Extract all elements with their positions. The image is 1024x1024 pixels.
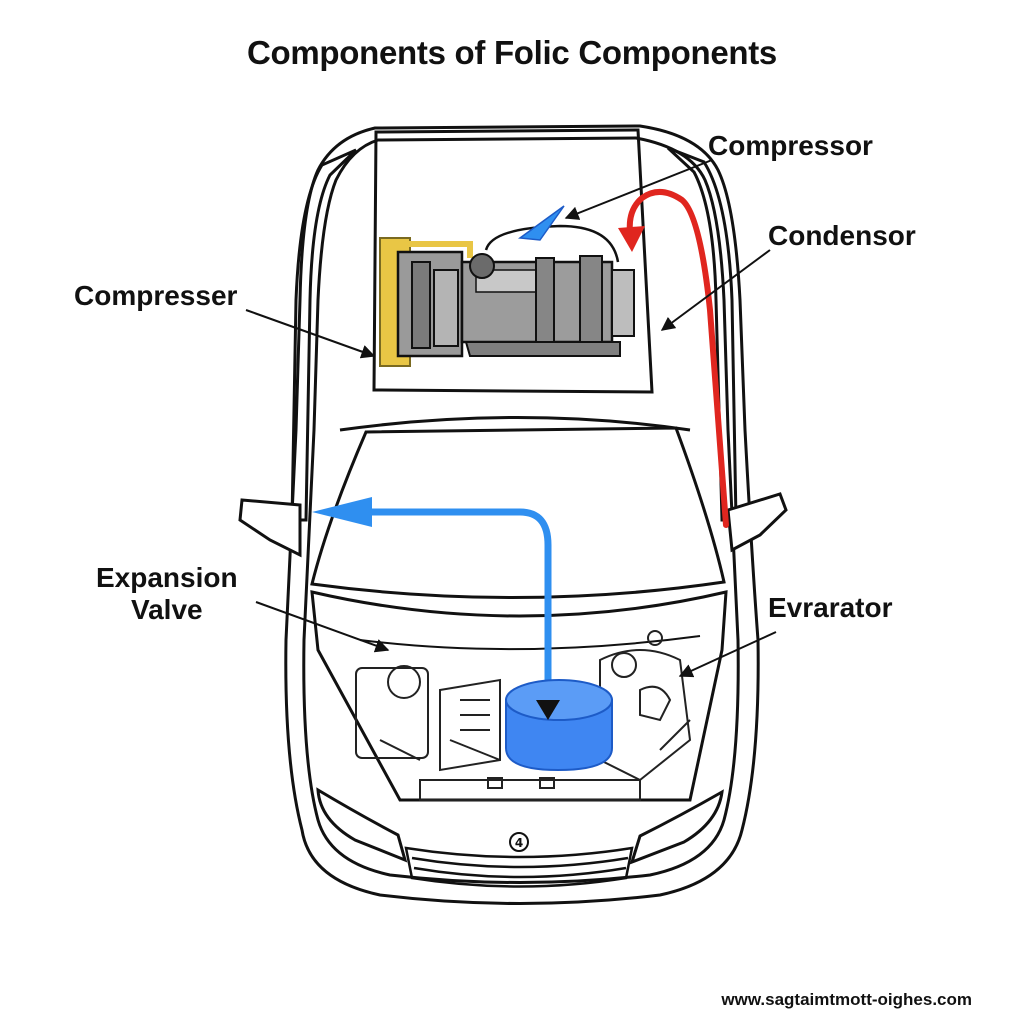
diagram-title: Components of Folic Components bbox=[247, 34, 777, 71]
leader-evrarator bbox=[678, 631, 777, 678]
watermark-url: www.sagtaimtmott-oighes.com bbox=[721, 990, 972, 1009]
expansion-flow-arrowhead-left bbox=[312, 497, 372, 527]
label-expansion-line1: Expansion bbox=[96, 562, 238, 593]
label-evrarator: Evrarator bbox=[768, 592, 893, 623]
label-expansion-valve: Expansion Valve bbox=[96, 562, 238, 626]
label-condensor: Condensor bbox=[768, 220, 916, 251]
label-expansion-line2: Valve bbox=[130, 594, 203, 625]
right-mirror bbox=[726, 492, 788, 553]
label-compresser: Compresser bbox=[74, 280, 238, 311]
grille bbox=[404, 846, 634, 888]
evaporator-drum bbox=[505, 679, 613, 772]
condenser-flow-arrowhead bbox=[618, 226, 645, 252]
label-compressor: Compressor bbox=[708, 130, 873, 161]
leader-compresser bbox=[245, 309, 376, 359]
roof-panel bbox=[372, 128, 654, 394]
left-mirror bbox=[238, 498, 302, 558]
evaporator-arrowhead bbox=[536, 700, 560, 720]
hood-badge-circle bbox=[509, 832, 529, 852]
left-headlight bbox=[316, 787, 408, 863]
hood-badge-text: 4 bbox=[515, 836, 523, 850]
condenser-flow-line bbox=[626, 189, 729, 528]
leader-condensor bbox=[660, 249, 771, 331]
compressor-inlet-arrowhead bbox=[517, 205, 565, 241]
compressor-assembly bbox=[379, 224, 635, 367]
leader-compressor-top bbox=[564, 159, 713, 220]
hood-outline bbox=[310, 590, 728, 802]
roof-divider bbox=[339, 416, 691, 432]
leader-lines bbox=[245, 159, 777, 678]
leader-expansion bbox=[255, 601, 390, 653]
right-headlight bbox=[629, 789, 724, 865]
car-body-outline bbox=[284, 124, 760, 905]
windshield bbox=[310, 426, 726, 600]
expansion-flow-line bbox=[368, 508, 552, 704]
